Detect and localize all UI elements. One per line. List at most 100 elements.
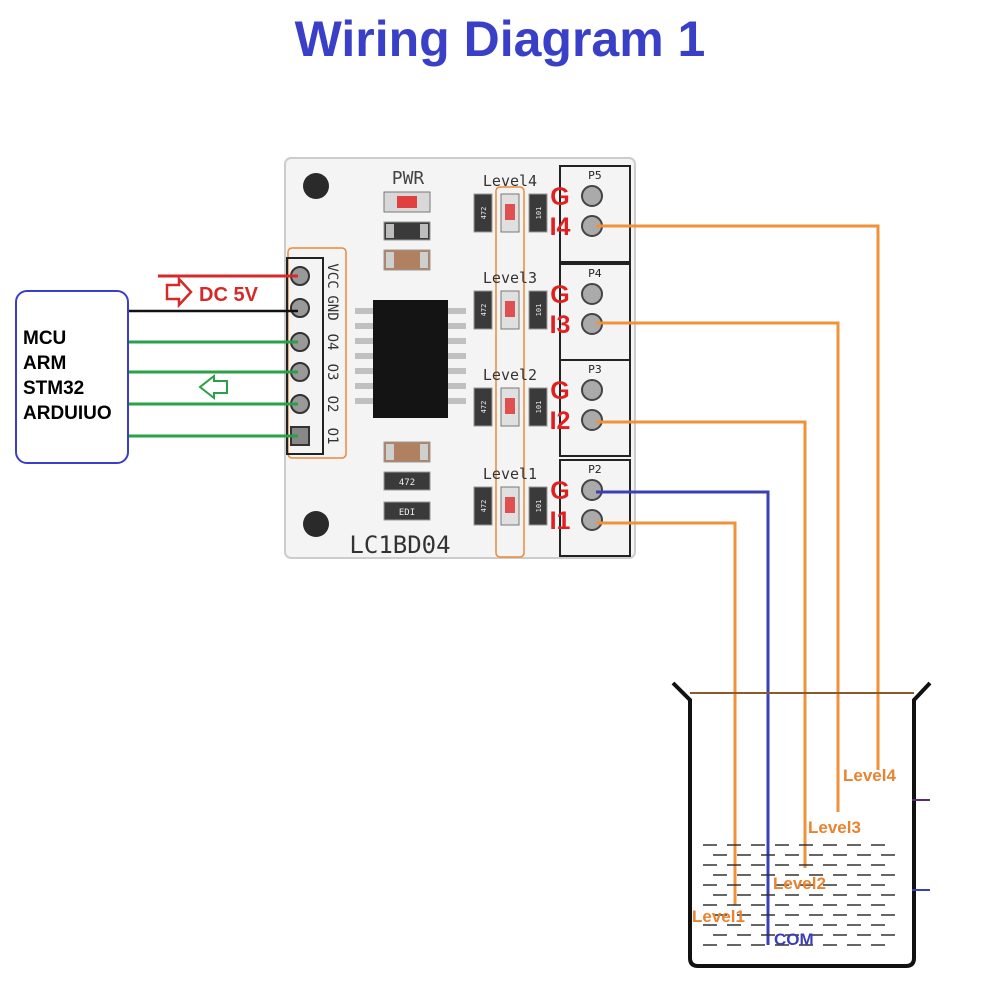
level-label: Level1: [483, 465, 537, 483]
power-label: DC 5V: [199, 284, 259, 306]
terminal-label: G: [550, 281, 569, 309]
ic-pin: [446, 353, 466, 359]
beaker-label-level3: Level3: [808, 818, 861, 837]
ic-pin: [446, 368, 466, 374]
port-label: P4: [588, 267, 602, 280]
header-pin-label: VCC: [324, 263, 340, 288]
resistor: [528, 290, 548, 330]
led-column-outline: [495, 186, 525, 558]
ic-pin: [355, 353, 375, 359]
terminal-label: I2: [550, 407, 571, 435]
arm-label: ARM: [23, 353, 67, 374]
ic-pin: [355, 368, 375, 374]
capacitor-bottom: [383, 441, 431, 463]
beaker-label-com: COM: [774, 930, 814, 949]
mcu-box: MCU ARM STM32 ARDUIUO: [15, 290, 129, 464]
header-pin-label: O1: [324, 428, 340, 445]
resistor: [473, 290, 493, 330]
led-light: [505, 301, 515, 317]
terminal-label: I4: [550, 213, 571, 241]
mount-hole-top: [303, 173, 329, 199]
level-label: Level2: [483, 366, 537, 384]
terminal-label: I1: [550, 507, 571, 535]
header-pin-label: O3: [324, 364, 340, 381]
beaker: [671, 681, 932, 968]
terminal-label: G: [550, 477, 569, 505]
ic-chip: [355, 300, 466, 418]
ic-pin: [355, 398, 375, 404]
terminal-pad: [581, 509, 603, 531]
ic-pin: [355, 308, 375, 314]
ic-pin: [446, 308, 466, 314]
capacitor-top: [383, 249, 431, 271]
svg-text:101: 101: [535, 207, 543, 220]
svg-text:101: 101: [535, 401, 543, 414]
terminal-block: [559, 359, 631, 457]
resistor: [473, 193, 493, 233]
led-light: [505, 497, 515, 513]
ic-pin: [446, 383, 466, 389]
level-label: Level4: [483, 172, 537, 190]
power-indicator: DC 5V: [165, 275, 259, 309]
header-pin: [290, 298, 310, 318]
resistor: [473, 486, 493, 526]
terminal-block: [559, 459, 631, 557]
svg-text:472: 472: [399, 478, 415, 488]
terminal-pad: [581, 379, 603, 401]
terminal-block: [559, 165, 631, 263]
beaker-label-level1: Level1: [692, 907, 745, 926]
svg-text:472: 472: [480, 207, 488, 220]
resistor-pwr: [383, 221, 431, 241]
terminal-pad: [581, 479, 603, 501]
terminal-label: I3: [550, 311, 571, 339]
header-pin-label: O4: [324, 334, 340, 351]
svg-text:101: 101: [535, 304, 543, 317]
ic-pin: [446, 323, 466, 329]
pcb-board: PWR 472: [284, 157, 636, 559]
svg-text:EDI: EDI: [399, 508, 415, 518]
port-label: P5: [588, 169, 602, 182]
level-label: Level3: [483, 269, 537, 287]
level4-wire: [596, 224, 880, 770]
resistor-bottom-1: 472: [383, 471, 431, 491]
header-pin-label: GND: [324, 295, 340, 320]
resistor-bottom-2: EDI: [383, 501, 431, 521]
svg-text:472: 472: [480, 500, 488, 513]
mount-hole-bottom: [303, 511, 329, 537]
resistor: [528, 486, 548, 526]
pwr-led: [383, 191, 431, 213]
com-wire: [596, 490, 770, 945]
terminal-block: [559, 263, 631, 361]
ic-pin: [355, 383, 375, 389]
terminal-label: G: [550, 183, 569, 211]
terminal-label: G: [550, 377, 569, 405]
mcu-label: MCU: [23, 328, 67, 349]
terminal-pad: [581, 409, 603, 431]
terminal-pad: [581, 283, 603, 305]
resistor: [528, 193, 548, 233]
level1-wire: [596, 521, 737, 905]
led-light: [505, 398, 515, 414]
ic-pin: [446, 338, 466, 344]
board-model-label: LC1BD04: [349, 531, 450, 559]
signal-direction-arrow-icon: [198, 373, 228, 401]
ic-pin: [355, 338, 375, 344]
svg-text:472: 472: [480, 401, 488, 414]
level3-wire: [596, 321, 840, 812]
power-arrow-icon: [165, 275, 193, 309]
svg-text:472: 472: [480, 304, 488, 317]
resistor: [473, 387, 493, 427]
port-label: P3: [588, 363, 602, 376]
ic-pin: [355, 323, 375, 329]
beaker-label-level4: Level4: [843, 766, 896, 785]
level2-wire: [596, 420, 807, 868]
terminal-pad: [581, 185, 603, 207]
pwr-label: PWR: [392, 168, 425, 189]
resistor: [528, 387, 548, 427]
arduino-label: ARDUIUO: [23, 403, 112, 424]
beaker-label-level2: Level2: [773, 874, 826, 893]
stm32-label: STM32: [23, 378, 85, 399]
header-pin-label: O2: [324, 396, 340, 413]
port-label: P2: [588, 463, 602, 476]
